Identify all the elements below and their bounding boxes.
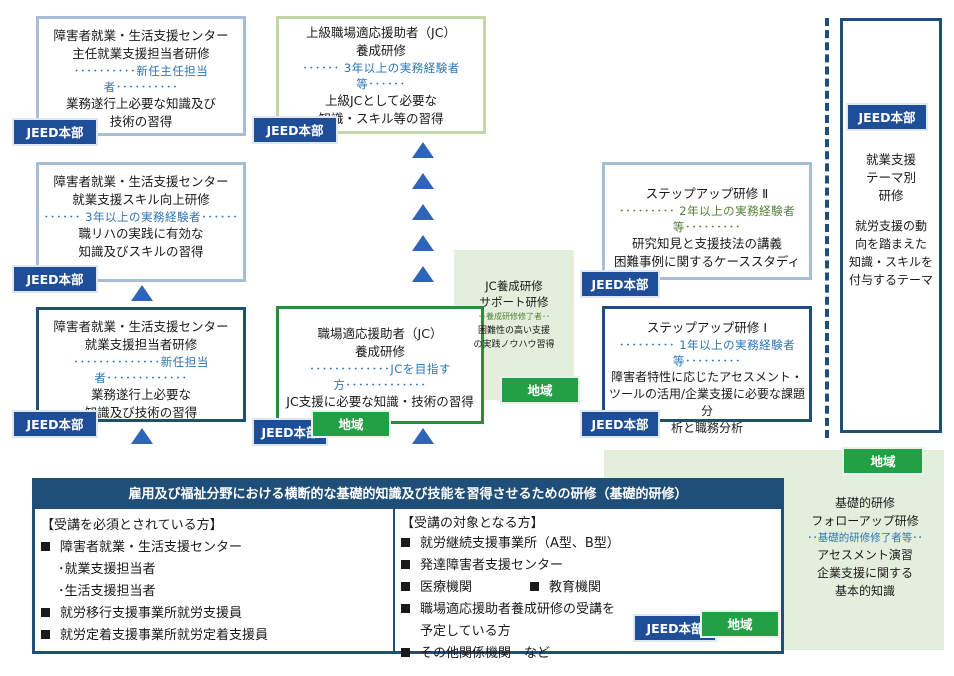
box-d-line4: 知識・スキル等の習得: [318, 111, 444, 126]
left-item-3: ･生活支援担当者: [58, 584, 156, 599]
box-h-line4: 就労支援の動: [854, 219, 927, 233]
right-item-3: 医療機関教育機関: [401, 577, 781, 599]
right-item-4: 職場適応援助者養成研修の受講を: [401, 599, 781, 621]
support-panel: JC養成研修 サポート研修 ･･養成研修修了者･･ 困難性の高い支援 の実践ノウ…: [454, 278, 574, 352]
right-item-2: 発達障害者支援センター: [401, 555, 781, 577]
up-arrow-basic-e: [412, 428, 434, 444]
left-item-5: 就労定着支援事業所就労定着支援員: [41, 625, 393, 647]
box-g-target: ･････････ 1年以上の実務経験者等･････････: [618, 338, 796, 368]
job-coach-training-box: 職場適応援助者（JC） 養成研修 ･････････････JCを目指す方･･･…: [276, 306, 484, 424]
right-heading: 【受講の対象となる方】: [401, 516, 544, 531]
box-c-jeed-badge: JEED本部: [12, 410, 98, 438]
box-c-line4: 知識及び技術の習得: [84, 405, 198, 420]
box-d-jeed-badge: JEED本部: [252, 116, 338, 144]
box-a-line2: 主任就業支援担当者研修: [72, 46, 210, 61]
box-g-line3: ツールの活用/企業支援に必要な課題分: [608, 387, 806, 418]
box-e-line1: 職場適応援助者（JC）: [317, 326, 443, 341]
box-e-target: ･････････････JCを目指す方･････････････: [309, 362, 451, 392]
support-region-badge: 地域: [500, 376, 580, 404]
left-item-1: 障害者就業・生活支援センター: [41, 537, 393, 559]
box-g-line2: 障害者特性に応じたアセスメント・: [611, 370, 803, 384]
up-arrow-e-d-5: [412, 266, 434, 282]
support-target: ･･養成研修修了者･･: [478, 312, 550, 321]
box-b-jeed-badge: JEED本部: [12, 265, 98, 293]
skill-improvement-training-box: 障害者就業・生活支援センター 就業支援スキル向上研修 ･･････ 3年以上の実…: [36, 162, 246, 282]
box-c-line1: 障害者就業・生活支援センター: [53, 319, 229, 334]
box-b-target: ･･････ 3年以上の実務経験者･･････: [43, 210, 239, 224]
senior-employment-support-training-box: 障害者就業・生活支援センター 主任就業支援担当者研修 ･･････････新任主…: [36, 16, 246, 136]
followup-line1: 基礎的研修: [834, 496, 895, 510]
up-arrow-e-d-2: [412, 173, 434, 189]
box-d-target: ･･････ 3年以上の実務経験者等･･････: [302, 61, 460, 91]
basic-right-panel: 【受講の対象となる方】 就労継続支援事業所（A型、B型） 発達障害者支援センター…: [397, 509, 781, 661]
box-a-line4: 技術の習得: [109, 114, 173, 129]
senior-job-coach-training-box: 上級職場適応援助者（JC） 養成研修 ･･････ 3年以上の実務経験者等･･･…: [276, 16, 486, 134]
support-line2: サポート研修: [479, 295, 549, 309]
box-f-target: ･････････ 2年以上の実務経験者等･････････: [618, 204, 796, 234]
box-g-line1: ステップアップ研修 Ⅰ: [646, 320, 768, 335]
up-arrow-b-a: [131, 285, 153, 301]
right-item-4-cont: 予定している方: [420, 624, 511, 639]
left-item-2: ･就業支援担当者: [58, 562, 156, 577]
box-h-jeed-badge: JEED本部: [846, 103, 928, 131]
followup-line5: 基本的知識: [834, 584, 895, 598]
up-arrow-basic-c: [131, 428, 153, 444]
basic-title-bar: 雇用及び福祉分野における横断的な基礎的知識及び技能を習得させるための研修（基礎的…: [35, 481, 781, 509]
support-line1: JC養成研修: [485, 279, 543, 293]
basic-region-badge: 地域: [700, 610, 780, 638]
box-b-line3: 職リハの実践に有効な: [78, 226, 204, 241]
box-h-line5: 向を踏まえた: [854, 237, 927, 251]
basic-training-box: 雇用及び福祉分野における横断的な基礎的知識及び技能を習得させるための研修（基礎的…: [32, 478, 784, 661]
right-item-5: その他関係機関 など: [401, 643, 781, 665]
basic-title: 雇用及び福祉分野における横断的な基礎的知識及び技能を習得させるための研修（基礎的…: [128, 487, 688, 502]
step-up-training-1-box: ステップアップ研修 Ⅰ ･････････ 1年以上の実務経験者等･･･････…: [602, 306, 812, 435]
followup-panel: 基礎的研修 フォローアップ研修 ･･基礎的研修修了者等･･ アセスメント演習 企…: [790, 494, 940, 600]
box-h-line2: テーマ別: [865, 170, 916, 185]
box-b-line2: 就業支援スキル向上研修: [72, 192, 210, 207]
box-c-line3: 業務遂行上必要な: [90, 387, 191, 402]
followup-line2: フォローアップ研修: [811, 514, 919, 528]
followup-line4: 企業支援に関する: [816, 566, 913, 580]
box-d-line3: 上級JCとして必要な: [324, 93, 438, 108]
box-a-line3: 業務遂行上必要な知識及び: [65, 96, 216, 111]
followup-line3: アセスメント演習: [817, 548, 913, 562]
box-b-line4: 知識及びスキルの習得: [78, 244, 204, 259]
left-item-4: 就労移行支援事業所就労支援員: [41, 603, 393, 625]
right-item-1: 就労継続支援事業所（A型、B型）: [401, 533, 781, 555]
box-e-region-badge: 地域: [311, 410, 391, 438]
followup-target: ･･基礎的研修修了者等･･: [807, 532, 923, 544]
box-h-line7: 付与するテーマ: [848, 273, 933, 287]
up-arrow-e-d-4: [412, 235, 434, 251]
box-h-line6: 知識・スキルを: [848, 255, 933, 269]
box-f-jeed-badge: JEED本部: [580, 270, 660, 298]
box-d-line2: 養成研修: [355, 43, 406, 58]
left-heading: 【受講を必須とされている方】: [41, 518, 223, 533]
step-up-training-2-box: ステップアップ研修 Ⅱ ･････････ 2年以上の実務経験者等･･･････…: [602, 162, 812, 280]
box-c-target: ･･････････････新任担当者･････････････: [73, 355, 209, 385]
support-line4: の実践ノウハウ習得: [473, 340, 555, 350]
box-h-line1: 就業支援: [865, 152, 916, 167]
box-f-line3: 困難事例に関するケーススタディ: [613, 254, 800, 269]
box-a-target: ･･････････新任主任担当者･･････････: [73, 64, 209, 94]
box-f-line1: ステップアップ研修 Ⅱ: [645, 186, 769, 201]
box-g-jeed-badge: JEED本部: [580, 410, 660, 438]
box-c-line2: 就業支援担当者研修: [84, 337, 198, 352]
box-f-line2: 研究知見と支援技法の講義: [631, 236, 782, 251]
box-g-line4: 析と職務分析: [670, 421, 743, 435]
up-arrow-e-d-3: [412, 204, 434, 220]
box-a-jeed-badge: JEED本部: [12, 118, 98, 146]
basic-left-panel: 【受講を必須とされている方】 障害者就業・生活支援センター ･就業支援担当者 ･…: [35, 509, 395, 651]
box-h-line3: 研修: [878, 188, 904, 203]
dashed-divider: [825, 18, 829, 438]
support-line3: 困難性の高い支援: [477, 326, 550, 336]
box-e-line3: JC支援に必要な知識・技術の習得: [286, 394, 474, 409]
box-e-line2: 養成研修: [354, 344, 405, 359]
followup-region-badge: 地域: [842, 447, 924, 475]
box-d-line1: 上級職場適応援助者（JC）: [306, 25, 456, 40]
employment-support-staff-training-box: 障害者就業・生活支援センター 就業支援担当者研修 ･･････････････新…: [36, 307, 246, 422]
box-b-line1: 障害者就業・生活支援センター: [53, 174, 229, 189]
theme-specific-training-box: 就業支援 テーマ別 研修 就労支援の動 向を踏まえた 知識・スキルを 付与するテ…: [840, 18, 942, 433]
up-arrow-e-d-1: [412, 142, 434, 158]
box-a-line1: 障害者就業・生活支援センター: [53, 28, 229, 43]
